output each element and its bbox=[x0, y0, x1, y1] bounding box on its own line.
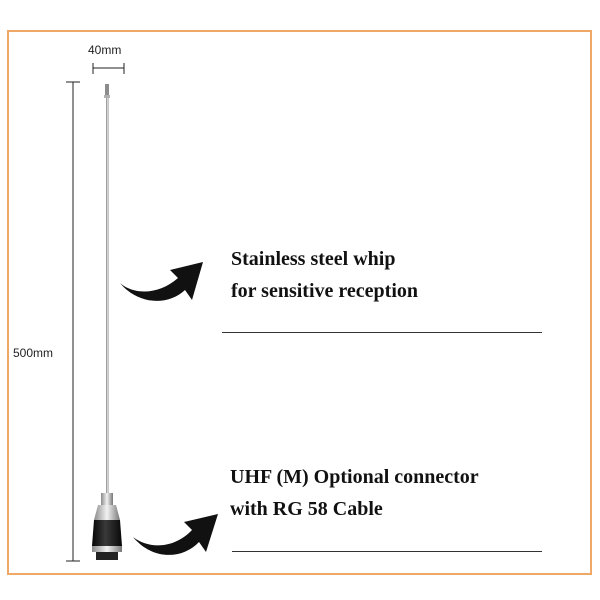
antenna-whip-icon bbox=[104, 84, 110, 493]
callout-whip-line2: for sensitive reception bbox=[231, 280, 419, 302]
height-dimension-label: 500mm bbox=[13, 346, 54, 360]
callout-whip-line1: Stainless steel whip bbox=[231, 248, 396, 270]
width-dimension-bracket bbox=[92, 63, 125, 74]
height-dimension-bracket bbox=[66, 81, 80, 562]
callout-connector-underline bbox=[232, 551, 542, 552]
width-dimension-label: 40mm bbox=[88, 43, 122, 57]
callout-connector-line2: with RG 58 Cable bbox=[230, 498, 383, 520]
curved-arrow-icon bbox=[133, 514, 218, 555]
orange-frame bbox=[7, 30, 592, 575]
callout-whip-underline bbox=[222, 332, 542, 333]
callout-connector-line1: UHF (M) Optional connector bbox=[230, 466, 479, 488]
curved-arrow-icon bbox=[120, 262, 203, 301]
connector-base-icon bbox=[92, 493, 122, 560]
